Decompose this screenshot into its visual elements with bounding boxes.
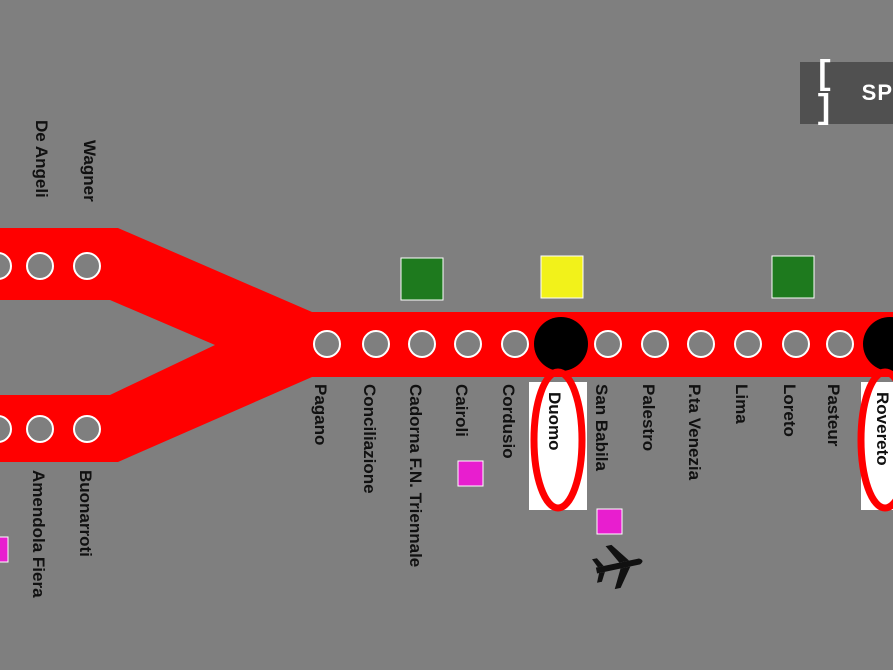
station-label-top-2: Wagner	[80, 140, 99, 202]
station-label-palestro: Palestro	[639, 384, 658, 451]
station-dot	[408, 330, 436, 358]
station-label-cadorna: Cadorna F.N. Triennale	[406, 384, 425, 567]
station-dot	[501, 330, 529, 358]
station-dot	[73, 415, 101, 443]
station-label-bottom-2: Buonarroti	[76, 470, 95, 557]
station-label-duomo: Duomo	[545, 392, 564, 451]
station-dot	[687, 330, 715, 358]
trunk-station-dots	[313, 330, 854, 358]
station-label-cairoli: Cairoli	[452, 384, 471, 437]
pink-marker-cairoli	[457, 460, 484, 487]
station-dot	[26, 252, 54, 280]
station-dot	[313, 330, 341, 358]
station-dot	[73, 252, 101, 280]
pink-marker-san-babila	[596, 508, 623, 535]
station-label-san-babila: San Babila	[592, 384, 611, 471]
station-dot	[0, 252, 12, 280]
pink-marker-branch	[0, 536, 9, 563]
station-dot	[782, 330, 810, 358]
duomo-oval	[530, 368, 586, 512]
brackets-logo-icon: [ ]	[814, 57, 835, 129]
station-label-conciliazione: Conciliazione	[360, 384, 379, 494]
airplane-icon	[592, 544, 643, 590]
station-dot	[734, 330, 762, 358]
branch-station-dots	[0, 252, 101, 443]
badge-text: SP	[861, 80, 893, 105]
station-label-rovereto: Rovereto	[873, 392, 892, 466]
station-dot	[26, 415, 54, 443]
station-dot	[454, 330, 482, 358]
station-label-top-1: De Angeli	[32, 120, 51, 198]
station-label-bottom-1: Amendola Fiera	[29, 470, 48, 598]
connection-square-cadorna	[400, 257, 444, 301]
station-dot	[362, 330, 390, 358]
station-label-pta-venezia: P.ta Venezia	[685, 384, 704, 481]
station-dot	[826, 330, 854, 358]
interchange-dot-duomo	[534, 317, 588, 371]
station-label-lima: Lima	[732, 384, 751, 424]
rovereto-oval	[857, 368, 893, 512]
interchange-dot-rovereto	[863, 317, 893, 371]
station-label-pasteur: Pasteur	[824, 384, 843, 447]
connection-square-loreto	[771, 255, 815, 299]
connection-square-duomo	[540, 255, 584, 299]
line-track	[0, 228, 893, 462]
station-label-pagano: Pagano	[311, 384, 330, 445]
station-label-cordusio: Cordusio	[499, 384, 518, 459]
station-label-loreto: Loreto	[780, 384, 799, 437]
spotahome-badge[interactable]: [ ] SP	[800, 57, 893, 129]
station-dot	[594, 330, 622, 358]
station-dot	[0, 415, 12, 443]
station-dot	[641, 330, 669, 358]
station-labels: De Angeli Wagner Amendola Fiera Buonarro…	[29, 120, 892, 598]
